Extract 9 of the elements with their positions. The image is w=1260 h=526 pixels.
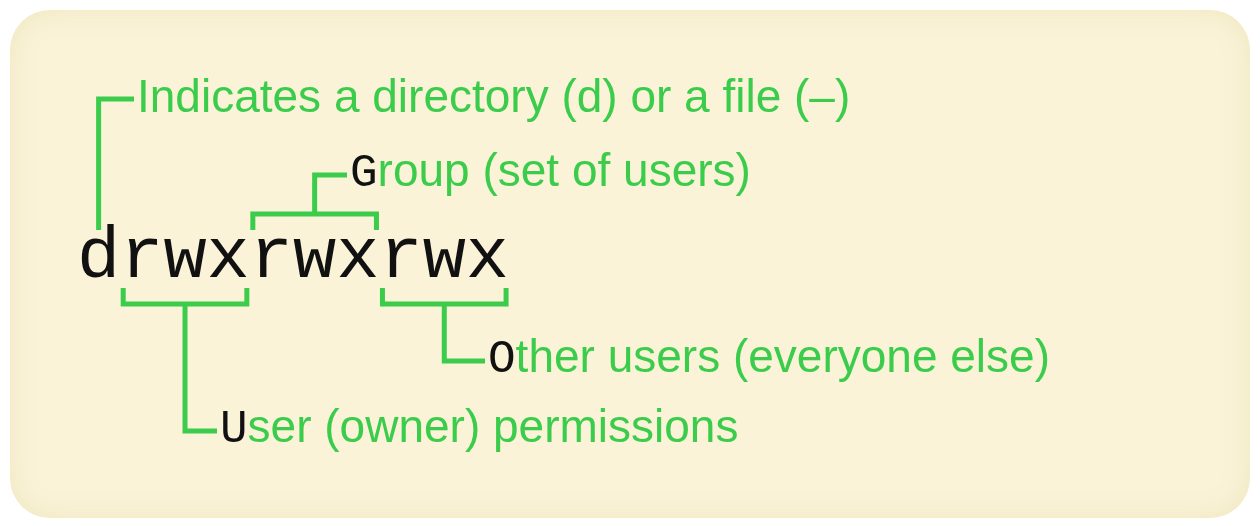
permission-string: drwxrwxrwx <box>77 222 510 294</box>
leader-line <box>120 285 250 434</box>
leader-line <box>379 285 509 364</box>
leader-line <box>250 172 379 233</box>
leader-line <box>96 96 134 230</box>
callout-text: Group (set of users) <box>350 142 751 202</box>
callout-text: User (owner) permissions <box>220 398 739 458</box>
callout-text: Other users (everyone else) <box>488 328 1050 388</box>
callout-text: Indicates a directory (d) or a file (–) <box>137 68 851 124</box>
